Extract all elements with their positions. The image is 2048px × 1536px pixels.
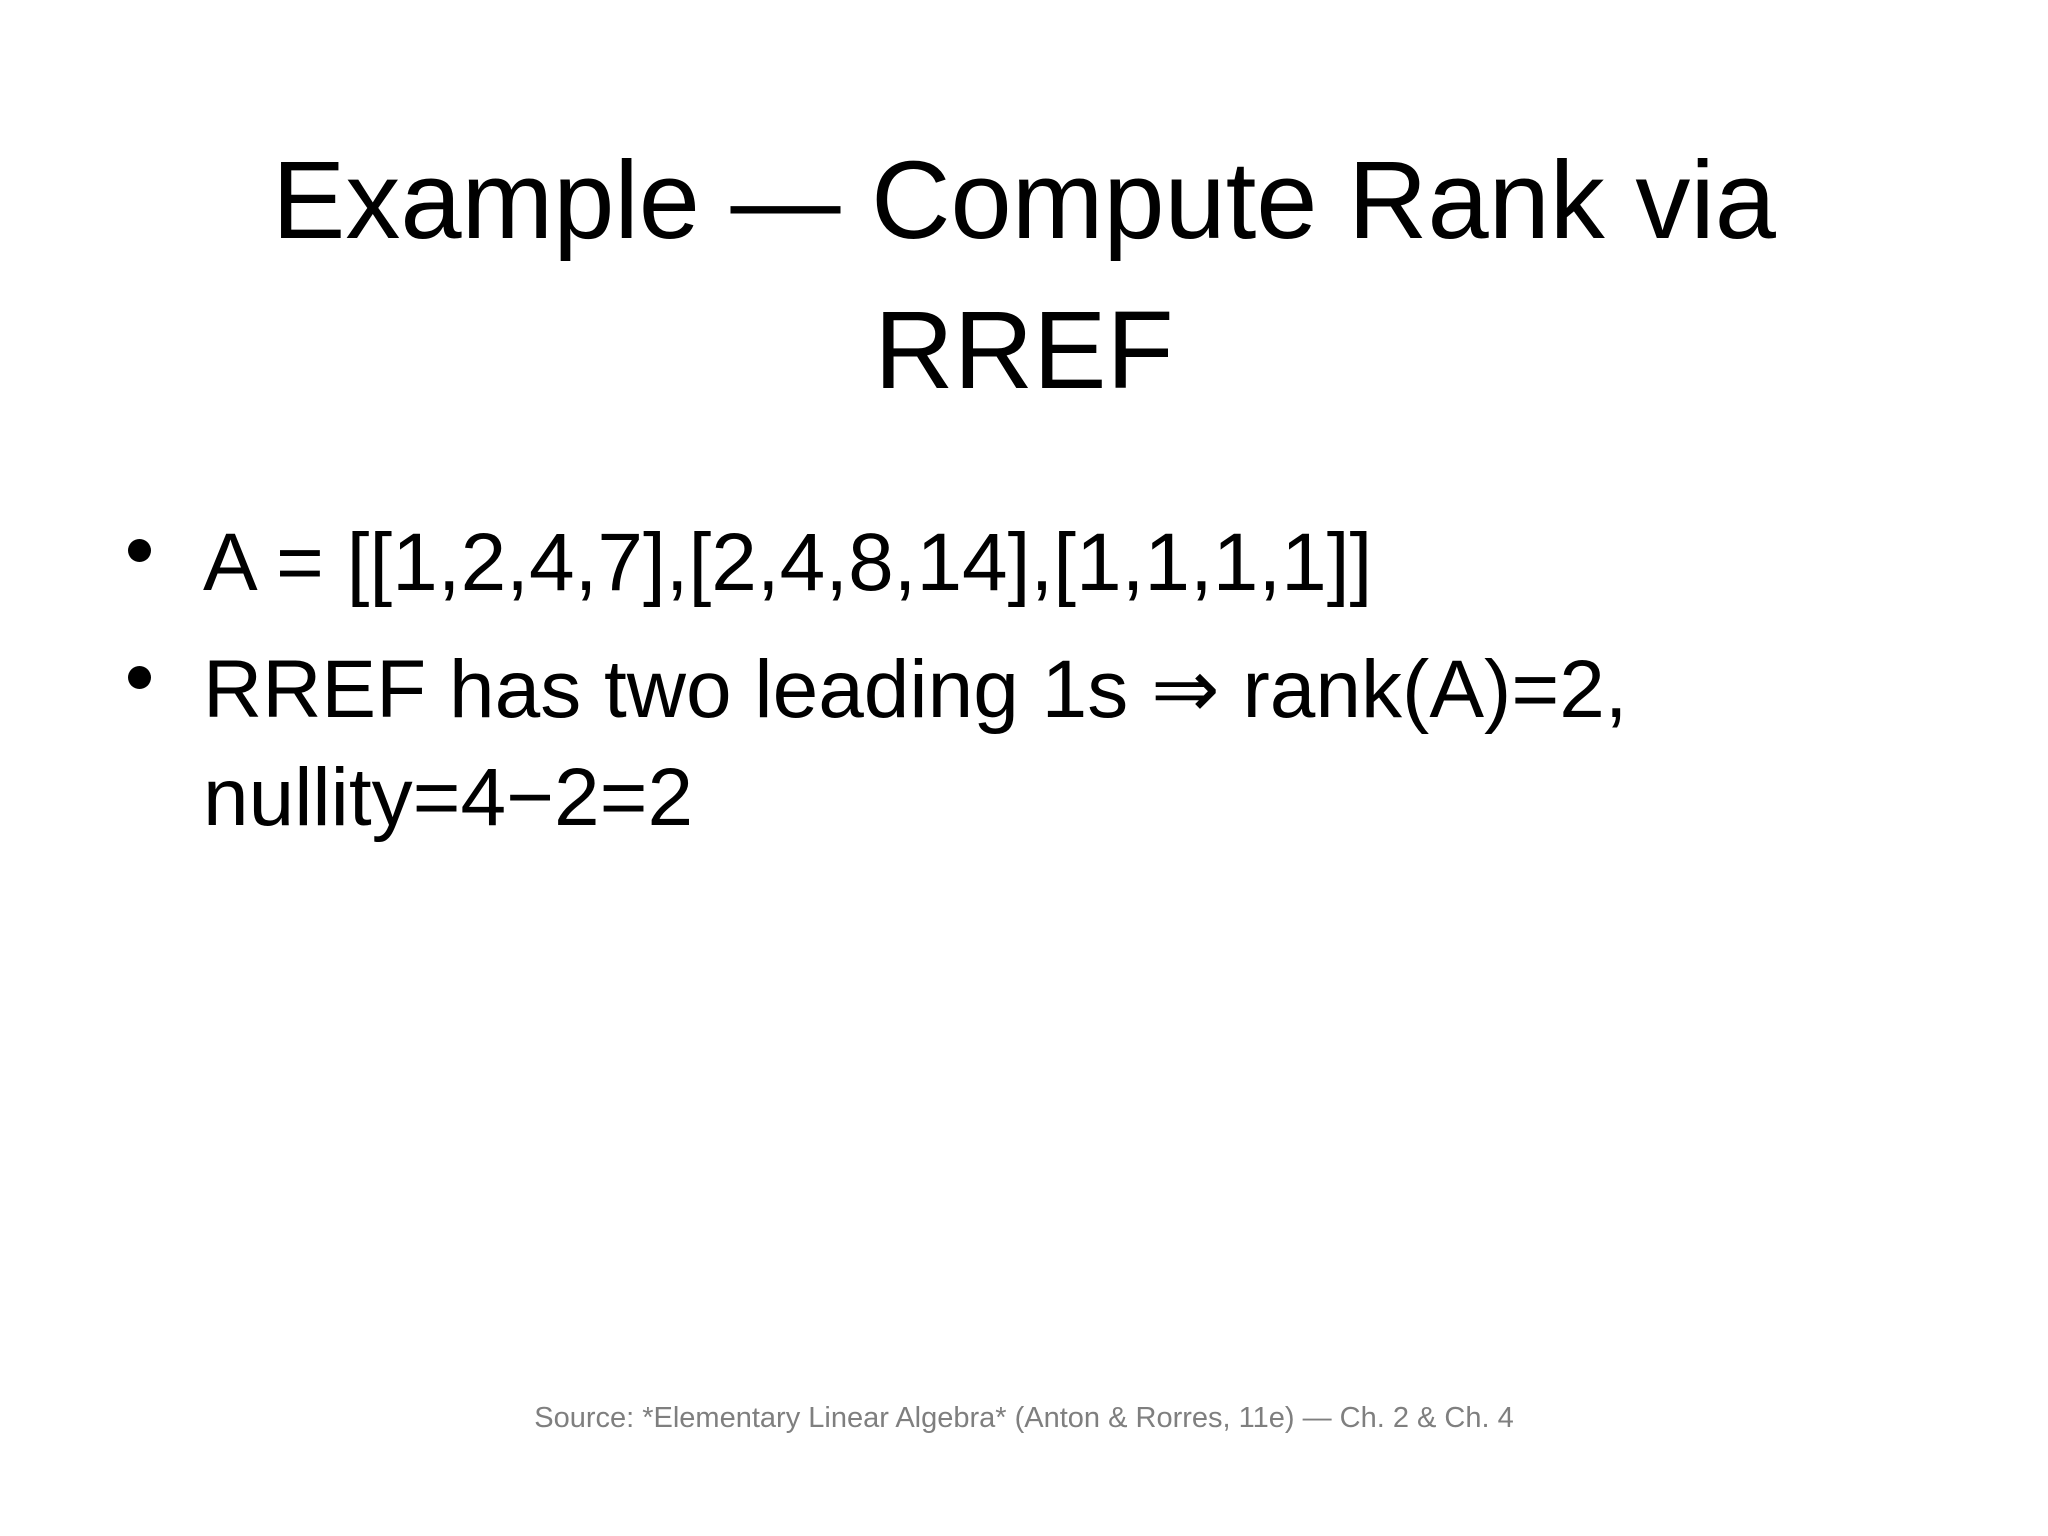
bullet-text-rank-result: RREF has two leading 1s ⇒ rank(A)=2, nul… [203, 644, 1628, 843]
slide-footnote: Source: *Elementary Linear Algebra* (Ant… [534, 1402, 1514, 1434]
bullet-item: A = [[1,2,4,7],[2,4,8,14],[1,1,1,1]] [128, 509, 1728, 617]
slide-title: Example — Compute Rank via RREF [272, 138, 1776, 412]
bullet-item: RREF has two leading 1s ⇒ rank(A)=2, nul… [128, 636, 1728, 852]
bullet-text-matrix-definition: A = [[1,2,4,7],[2,4,8,14],[1,1,1,1]] [203, 517, 1373, 608]
bullet-list: A = [[1,2,4,7],[2,4,8,14],[1,1,1,1]] RRE… [128, 509, 1728, 852]
bullet-dot-icon [128, 539, 151, 562]
bullet-dot-icon [128, 666, 151, 689]
